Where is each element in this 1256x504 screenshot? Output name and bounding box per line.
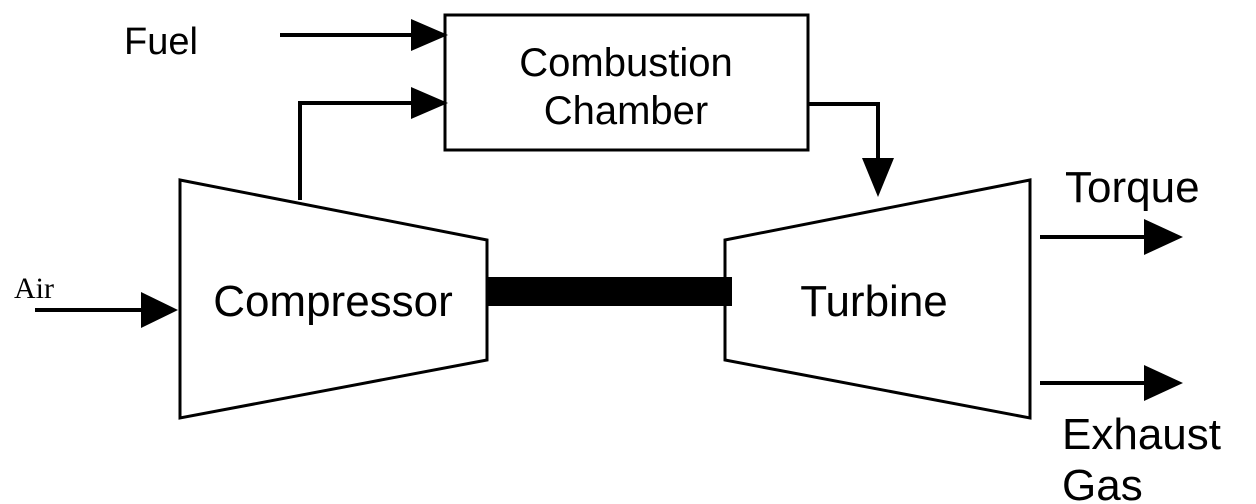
torque-arrow (1040, 219, 1183, 255)
exhaust-arrow (1040, 365, 1183, 401)
fuel-label: Fuel (124, 21, 198, 63)
compressed-air-arrow (298, 87, 448, 200)
compressor-shape (178, 178, 489, 420)
hot-gas-arrow (808, 102, 894, 197)
torque-label: Torque (1065, 163, 1200, 212)
air-label: Air (14, 272, 54, 305)
exhaust-label-line1: Exhaust (1062, 410, 1221, 459)
turbine-label: Turbine (800, 277, 948, 326)
fuel-arrow (280, 19, 448, 51)
combustion-chamber-box (443, 13, 810, 152)
combustion-chamber-label-line1: Combustion (519, 41, 732, 85)
shaft (487, 277, 732, 306)
air-inlet-arrow (35, 292, 178, 328)
exhaust-label-line2: Gas (1062, 461, 1143, 504)
combustion-chamber-label-line2: Chamber (544, 89, 709, 133)
turbine-shape (723, 178, 1032, 420)
compressor-label: Compressor (213, 277, 453, 326)
